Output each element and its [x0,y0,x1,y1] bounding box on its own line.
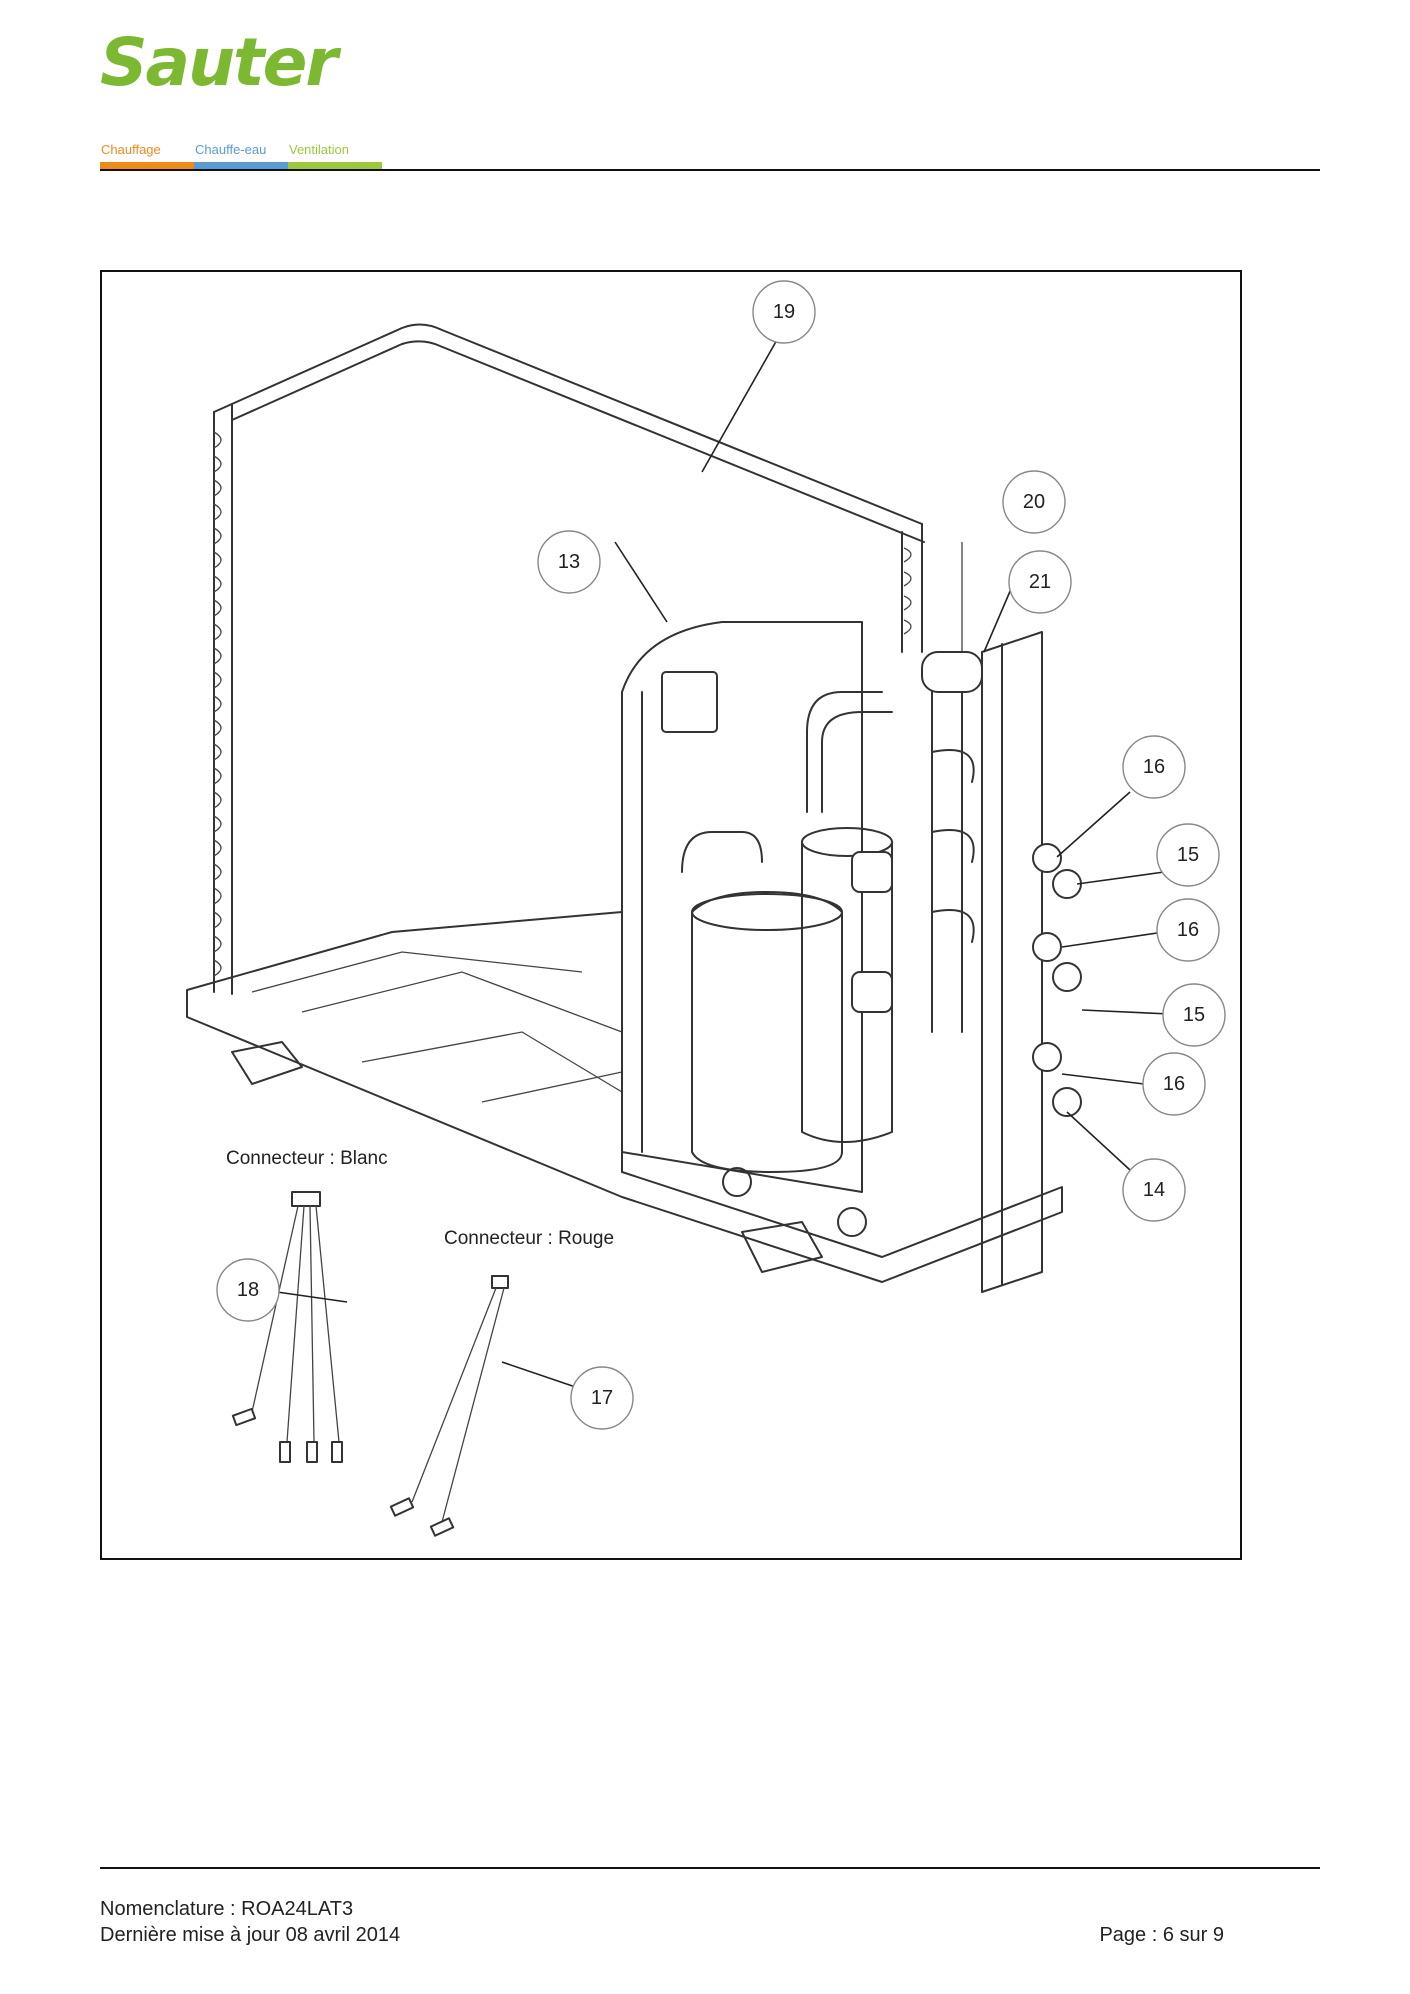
callout-14: 14 [1122,1158,1186,1222]
svg-text:15: 15 [1177,844,1199,866]
svg-text:21: 21 [1029,571,1051,593]
category-chauffage: Chauffage [100,140,194,170]
svg-text:16: 16 [1163,1073,1185,1095]
svg-text:14: 14 [1143,1179,1165,1201]
sensor-harness-17-drawing [389,1275,509,1537]
sensor-harness-18-drawing [231,1191,343,1463]
footer-rule [100,1867,1320,1869]
condenser-coil-drawing [213,323,963,995]
callout-19: 19 [752,280,816,344]
svg-text:18: 18 [237,1279,259,1301]
connector-label-red: Connecteur : Rouge [444,1228,614,1249]
svg-text:19: 19 [773,301,795,323]
callout-17: 17 [570,1366,634,1430]
category-ventilation: Ventilation [288,140,382,170]
footer-page-number: Page : 6 sur 9 [1099,1924,1224,1946]
base-pan-drawing [186,911,1063,1283]
category-label: Chauffe-eau [195,142,267,157]
sauter-logo: Sauter [100,28,390,98]
footer-last-updated: Dernière mise à jour 08 avril 2014 [100,1924,401,1946]
callout-16: 16 [1142,1052,1206,1116]
category-color-bar [288,162,382,170]
valve-panel-drawing [851,631,1082,1293]
category-chauffe-eau: Chauffe-eau [194,140,288,170]
connector-label-white: Connecteur : Blanc [226,1148,388,1169]
svg-text:13: 13 [558,551,580,573]
footer-nomenclature: Nomenclature : ROA24LAT3 [100,1898,354,1920]
brand-category-bar: Chauffage Chauffe-eau Ventilation [100,140,382,170]
callout-20: 20 [1002,470,1066,534]
svg-text:16: 16 [1177,919,1199,941]
callout-15: 15 [1162,983,1226,1047]
svg-text:16: 16 [1143,756,1165,778]
callout-15: 15 [1156,823,1220,887]
callout-16: 16 [1122,735,1186,799]
callout-21: 21 [1008,550,1072,614]
logo-text: Sauter [100,24,338,101]
svg-text:20: 20 [1023,491,1045,513]
compressor-compartment-drawing [621,621,893,1237]
category-color-bar [100,162,194,170]
svg-text:17: 17 [591,1387,613,1409]
callout-13: 13 [537,530,601,594]
exploded-diagram-frame: Connecteur : Blanc Connecteur : Rouge 19… [100,270,1242,1560]
svg-text:15: 15 [1183,1004,1205,1026]
callout-18: 18 [216,1258,280,1322]
exploded-diagram: Connecteur : Blanc Connecteur : Rouge 19… [186,280,1226,1537]
category-label: Ventilation [289,142,349,157]
header-rule [100,169,1320,171]
category-label: Chauffage [101,142,161,157]
category-color-bar [194,162,288,170]
callout-16: 16 [1156,898,1220,962]
